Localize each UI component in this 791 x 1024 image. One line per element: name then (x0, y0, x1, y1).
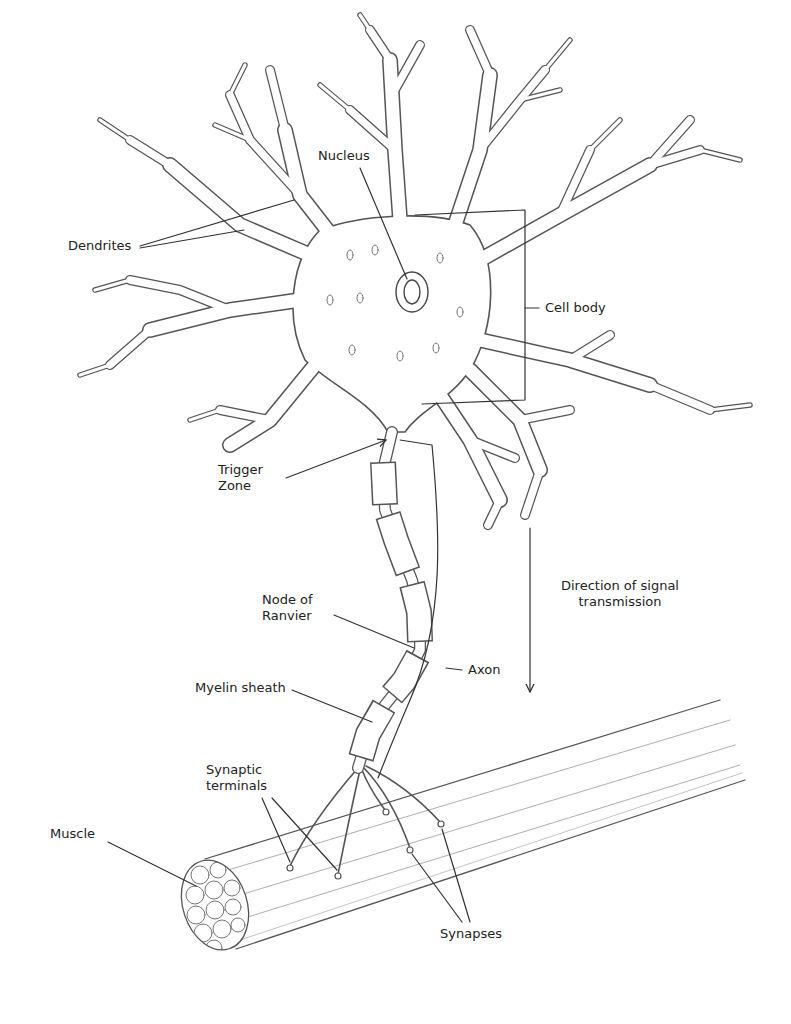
cell-body (293, 216, 491, 432)
organelle (327, 245, 463, 361)
part-label: Dendrites (68, 238, 158, 254)
part-label: Muscle (50, 826, 110, 842)
leader-line (108, 168, 539, 922)
synaptic-terminal (287, 766, 444, 879)
dendrite (80, 15, 750, 525)
part-label: Nucleus (318, 148, 398, 164)
part-label: Cell body (545, 300, 635, 316)
part-label: Axon (468, 662, 518, 678)
part-label: Myelin sheath (195, 680, 295, 696)
part-label: Trigger Zone (218, 462, 280, 495)
muscle-fiber (170, 700, 745, 959)
axon (358, 432, 420, 768)
myelin-sheath (361, 462, 420, 758)
part-label: Synaptic terminals (206, 762, 286, 795)
part-label: Node of Ranvier (262, 592, 332, 625)
part-label: Direction of signal transmission (540, 578, 700, 611)
dendrite-fill (80, 15, 750, 525)
part-label: Synapses (440, 926, 520, 942)
nucleus (396, 272, 428, 312)
